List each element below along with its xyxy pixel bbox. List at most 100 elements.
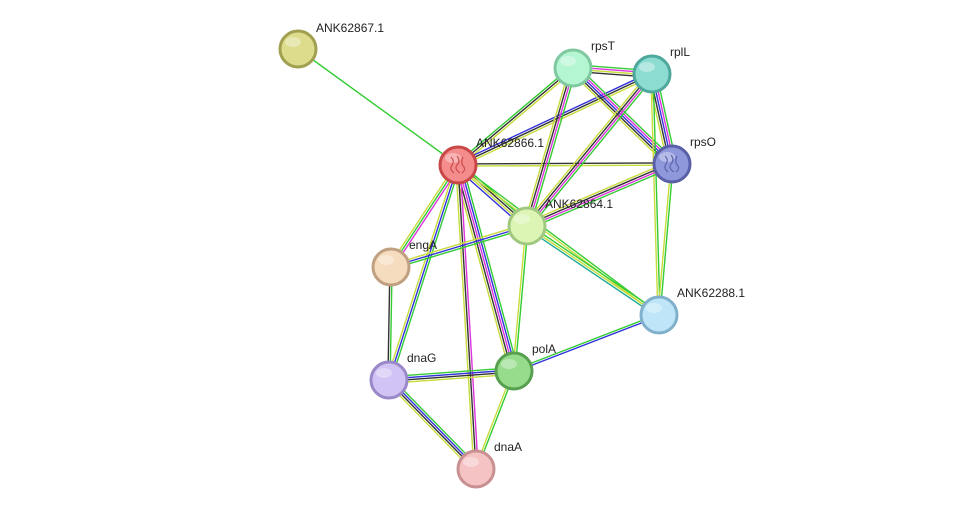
- edge-channel-green: [513, 313, 659, 371]
- edge-channel-green: [527, 223, 661, 314]
- protein-structure-icon: [664, 154, 680, 173]
- edge-rpsO-ANK62864.1[interactable]: [525, 160, 674, 230]
- edge-ANK62866.1-rpsT[interactable]: [456, 65, 575, 168]
- edge-channel-yellow: [523, 66, 571, 226]
- node-ANK62864.1[interactable]: ANK62864.1: [507, 197, 613, 246]
- node-ANK62867.1[interactable]: ANK62867.1: [278, 21, 384, 69]
- edge-rplL-ANK62288.1[interactable]: [650, 73, 661, 316]
- node-label: rpsO: [690, 135, 716, 149]
- edge-channel-blue: [390, 225, 528, 268]
- edge-channel-yellow: [657, 163, 672, 315]
- node-polA[interactable]: polA: [494, 342, 556, 391]
- node-highlight: [560, 56, 576, 66]
- node-rpsT[interactable]: rpsT: [553, 39, 616, 88]
- node-circle[interactable]: [456, 449, 496, 489]
- edge-channel-black: [389, 371, 515, 382]
- edge-channel-blue: [514, 315, 660, 373]
- edge-channel-green: [458, 163, 661, 315]
- edge-ANK62866.1-dnaA[interactable]: [455, 164, 479, 470]
- edge-ANK62866.1-dnaG[interactable]: [386, 164, 461, 381]
- nodes-layer: ANK62867.1 rpsT rplL ANK62866.1 rpsO ANK62864…: [278, 21, 745, 489]
- edge-rpsO-ANK62288.1[interactable]: [657, 163, 674, 316]
- node-rplL[interactable]: rplL: [632, 45, 690, 94]
- edge-channel-black: [457, 67, 574, 166]
- edge-channel-green: [388, 367, 514, 378]
- node-circle[interactable]: [553, 48, 593, 88]
- edge-channel-green: [575, 64, 676, 162]
- node-label: ANK62867.1: [316, 21, 384, 35]
- edge-ANK62866.1-polA[interactable]: [453, 163, 519, 373]
- edge-channel-blue: [389, 378, 478, 469]
- edge-rpsT-ANK62864.1[interactable]: [523, 66, 577, 228]
- edge-channel-black: [526, 162, 672, 226]
- edge-channel-green: [456, 65, 573, 164]
- node-circle[interactable]: [438, 145, 478, 185]
- edge-channel-green: [461, 163, 519, 371]
- node-circle[interactable]: [639, 295, 679, 335]
- node-highlight: [376, 368, 392, 378]
- node-highlight: [639, 62, 655, 72]
- edge-channel-yellow: [386, 381, 475, 472]
- node-label: ANK62288.1: [677, 286, 745, 300]
- node-dnaA[interactable]: dnaA: [456, 440, 522, 489]
- node-dnaG[interactable]: dnaG: [369, 351, 436, 400]
- node-ANK62288.1[interactable]: ANK62288.1: [639, 286, 745, 335]
- node-circle[interactable]: [371, 247, 411, 287]
- node-highlight: [285, 37, 301, 47]
- node-engA[interactable]: engA: [371, 238, 437, 287]
- edge-channel-magenta: [527, 164, 673, 228]
- node-label: rpsT: [591, 39, 616, 53]
- node-label: engA: [409, 238, 437, 252]
- edge-channel-black: [387, 380, 476, 471]
- node-circle[interactable]: [507, 206, 547, 246]
- node-circle[interactable]: [632, 54, 672, 94]
- edge-channel-yellow: [523, 71, 650, 225]
- edge-channel-green: [514, 226, 529, 372]
- edge-channel-magenta: [527, 74, 654, 228]
- edge-polA-ANK62288.1[interactable]: [513, 313, 660, 373]
- edge-channel-yellow: [458, 164, 673, 167]
- edge-ANK62867.1-ANK62866.1[interactable]: [297, 48, 459, 166]
- node-highlight: [378, 255, 394, 265]
- protein-structure-icon: [450, 155, 466, 174]
- edge-channel-yellow: [455, 165, 475, 470]
- edge-ANK62864.1-polA[interactable]: [512, 225, 529, 372]
- edge-ANK62864.1-engA[interactable]: [390, 223, 528, 270]
- edge-channel-blue: [456, 71, 652, 164]
- edge-channel-blue: [388, 164, 459, 381]
- node-label: dnaG: [407, 351, 436, 365]
- node-circle[interactable]: [494, 351, 534, 391]
- node-circle[interactable]: [369, 360, 409, 400]
- node-highlight: [463, 457, 479, 467]
- edge-ANK62866.1-ANK62288.1[interactable]: [456, 163, 661, 317]
- edge-ANK62864.1-ANK62288.1[interactable]: [525, 223, 661, 318]
- edge-channel-yellow: [386, 164, 457, 380]
- edge-rplL-ANK62864.1[interactable]: [523, 71, 656, 229]
- node-highlight: [646, 303, 662, 313]
- edge-channel-green: [529, 75, 656, 229]
- edge-channel-blue: [388, 369, 514, 380]
- node-circle[interactable]: [652, 144, 692, 184]
- edge-channel-green: [390, 165, 461, 381]
- node-ANK62866.1[interactable]: ANK62866.1: [438, 136, 544, 185]
- node-rpsO[interactable]: rpsO: [652, 135, 716, 184]
- edge-channel-black: [525, 67, 573, 226]
- edge-dnaG-dnaA[interactable]: [386, 377, 479, 472]
- edge-ANK62866.1-engA[interactable]: [388, 163, 461, 269]
- edge-channel-teal: [525, 227, 659, 318]
- edges-layer: [297, 48, 677, 472]
- node-label: ANK62864.1: [545, 197, 613, 211]
- node-highlight: [501, 359, 517, 369]
- node-circle[interactable]: [278, 29, 318, 69]
- edge-dnaG-polA[interactable]: [388, 367, 515, 384]
- node-label: ANK62866.1: [476, 136, 544, 150]
- edge-channel-green: [391, 227, 528, 270]
- edge-channel-yellow: [389, 373, 515, 384]
- edge-channel-green: [529, 68, 577, 228]
- edge-ANK62866.1-rpsO[interactable]: [457, 162, 673, 167]
- edge-channel-black: [457, 164, 477, 470]
- edge-channel-yellow: [526, 225, 660, 316]
- edge-channel-yellow: [525, 160, 671, 224]
- edge-channel-magenta: [459, 164, 479, 469]
